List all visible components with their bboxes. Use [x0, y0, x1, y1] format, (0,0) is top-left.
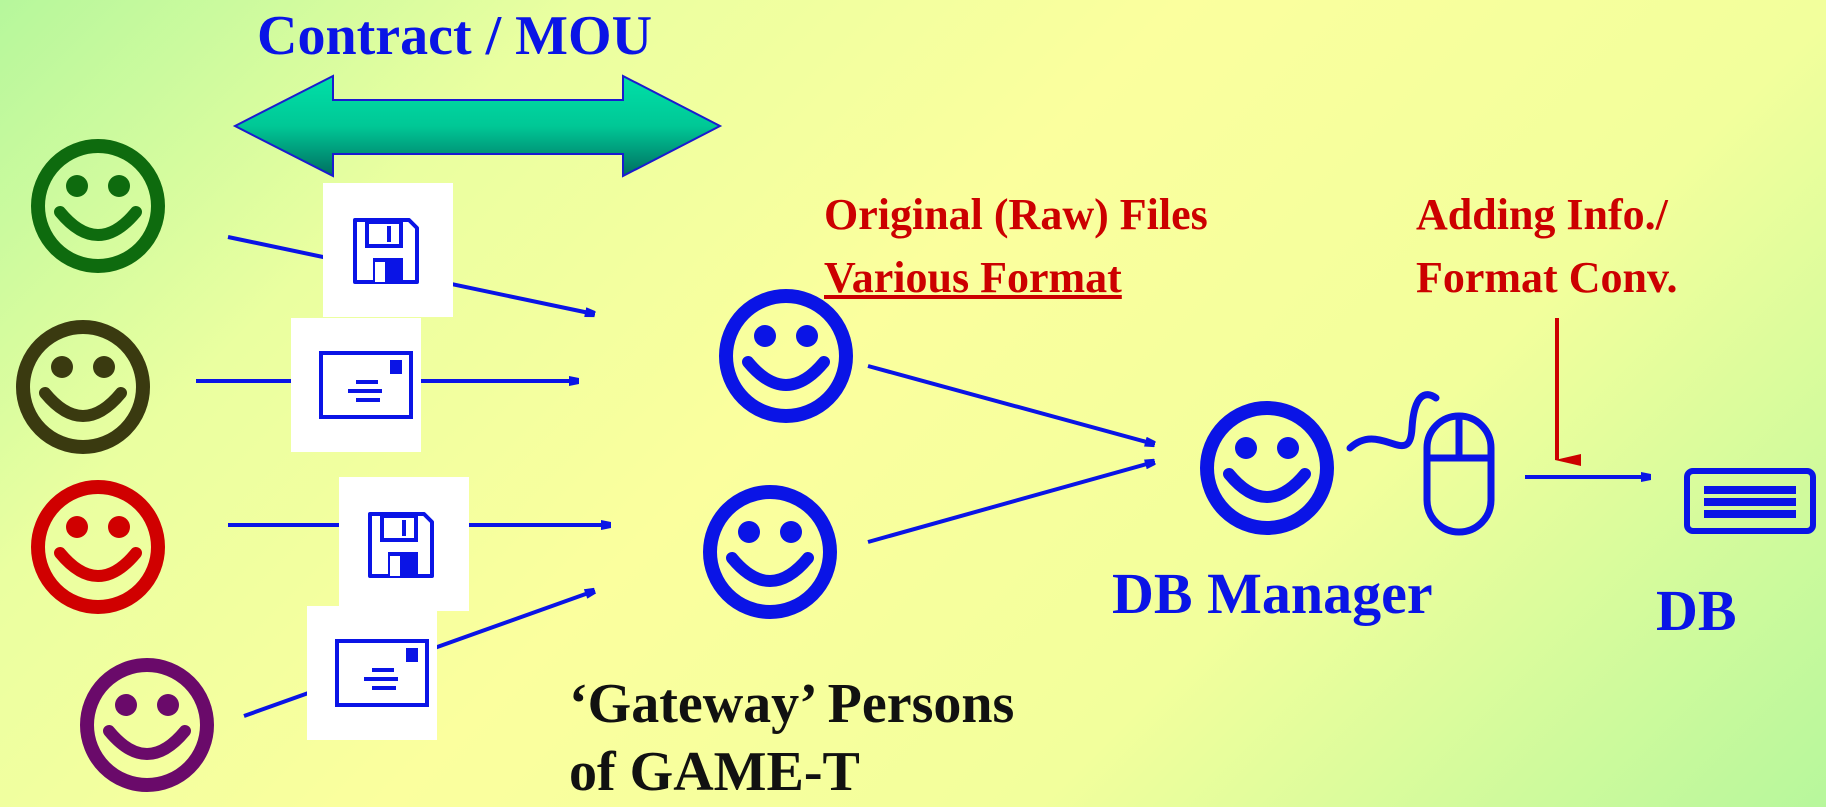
keyboard-icon: [1684, 468, 1816, 534]
media-card-3: [339, 477, 469, 611]
contributor-smiley-icon: [87, 665, 207, 785]
adding-info-label: Adding Info./: [1416, 190, 1668, 239]
contributor-smiley-icon: [38, 146, 158, 266]
raw-files-label: Original (Raw) Files: [824, 190, 1208, 239]
gateway-label-line2: of GAME-T: [569, 741, 860, 803]
contract-label: Contract / MOU: [257, 5, 653, 67]
media-card-2: [291, 318, 421, 452]
contributor-smiley-icon: [38, 487, 158, 607]
gateway-connectors: [867, 364, 1154, 544]
media-card-4: [307, 606, 437, 740]
computer-mouse-icon: [1346, 391, 1495, 536]
format-conv-label: Format Conv.: [1416, 253, 1678, 302]
contributor-smiley-icon: [23, 327, 143, 447]
media-card-1: [323, 183, 453, 317]
gateway-label-line1: ‘Gateway’ Persons: [569, 673, 1015, 735]
db-manager-smiley-icon: [1207, 408, 1327, 528]
contract-double-arrow: [232, 74, 723, 178]
db-manager-label: DB Manager: [1112, 561, 1433, 626]
gateway-smiley-icon: [710, 492, 830, 612]
db-label: DB: [1656, 578, 1737, 643]
gateway-smiley-icon: [726, 296, 846, 416]
various-format-label: Various Format: [824, 253, 1122, 302]
